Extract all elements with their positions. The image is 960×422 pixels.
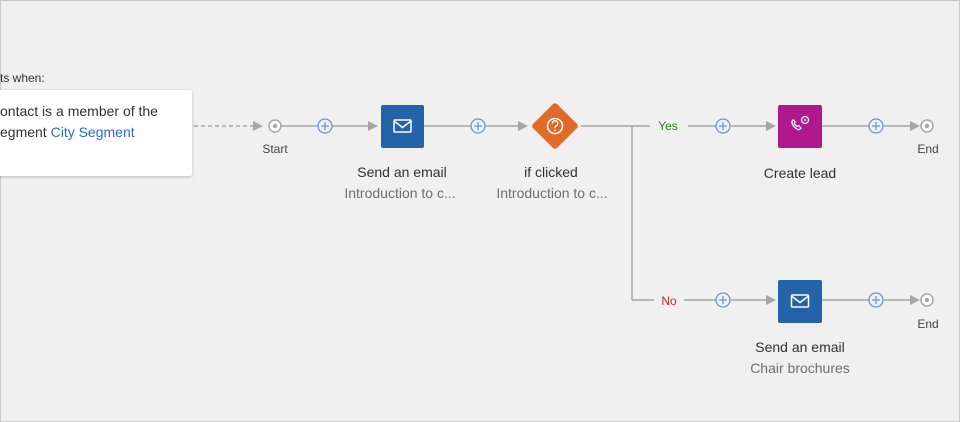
create-lead-title: Create lead xyxy=(763,165,837,181)
segment-link[interactable]: City Segment xyxy=(50,124,135,140)
end-label: End xyxy=(917,142,939,156)
question-icon xyxy=(546,117,564,135)
if-clicked-subtitle: Introduction to c... xyxy=(496,185,608,201)
add-step-button[interactable] xyxy=(715,118,731,134)
trigger-text-line2: egment xyxy=(0,124,51,140)
start-label: Start xyxy=(262,142,288,156)
send-email-title: Send an email xyxy=(755,339,845,355)
send-email-title: Send an email xyxy=(357,164,447,180)
lead-icon xyxy=(791,115,810,131)
trigger-description: ontact is a member of the egment City Se… xyxy=(0,101,190,143)
add-step-button[interactable] xyxy=(868,118,884,134)
send-email-tile[interactable] xyxy=(381,105,424,148)
mail-icon xyxy=(790,294,810,308)
start-node xyxy=(268,119,282,133)
create-lead-tile[interactable] xyxy=(778,105,822,148)
add-step-button[interactable] xyxy=(470,118,486,134)
send-email-subtitle: Chair brochures xyxy=(750,360,850,376)
if-clicked-title: if clicked xyxy=(524,164,578,180)
yes-branch-label: Yes xyxy=(658,119,678,133)
end-node xyxy=(920,119,934,133)
send-email-subtitle: Introduction to c... xyxy=(344,185,456,201)
add-step-button[interactable] xyxy=(868,292,884,308)
send-email-tile[interactable] xyxy=(778,280,822,323)
add-step-button[interactable] xyxy=(715,292,731,308)
trigger-card[interactable] xyxy=(0,90,192,176)
end-label: End xyxy=(917,317,939,331)
if-clicked-condition-tile[interactable] xyxy=(531,102,579,150)
add-step-button[interactable] xyxy=(317,118,333,134)
trigger-text-line1: ontact is a member of the xyxy=(0,103,158,119)
mail-icon xyxy=(393,119,412,133)
trigger-caption: ts when: xyxy=(0,71,45,85)
end-node xyxy=(920,293,934,307)
no-branch-label: No xyxy=(661,294,677,308)
